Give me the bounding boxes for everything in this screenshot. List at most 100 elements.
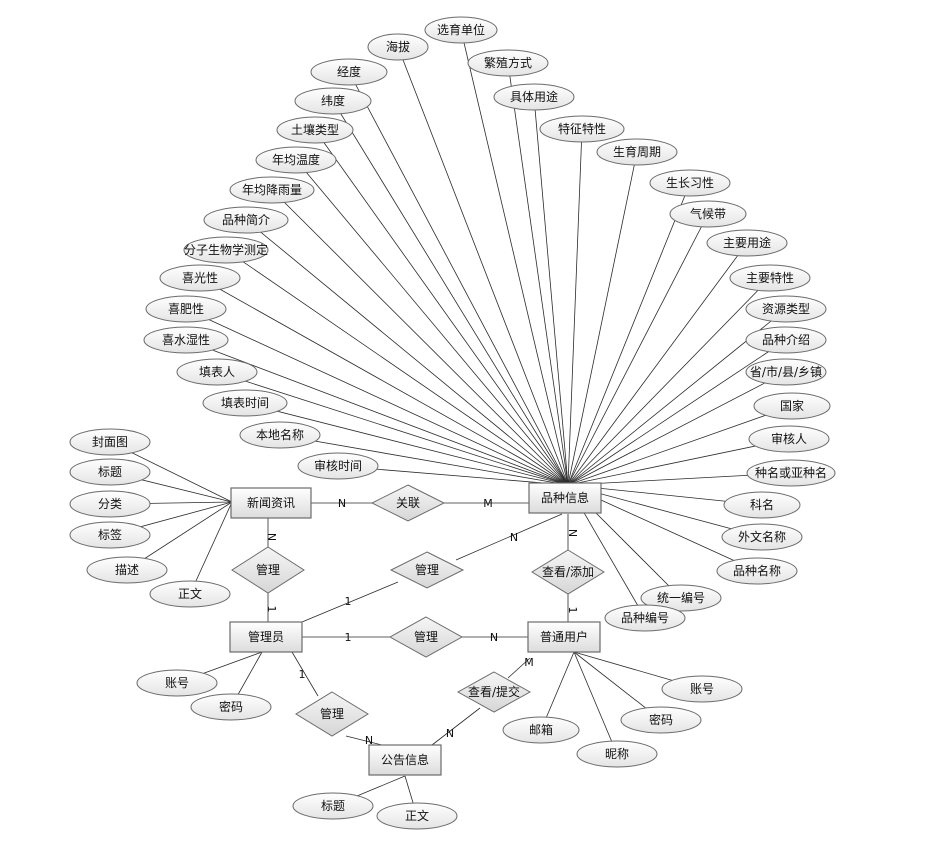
breed-attr[interactable]: 统一编号: [640, 584, 722, 612]
breed-attr[interactable]: 主要用途: [706, 229, 788, 257]
breed-attr-shape: [229, 176, 315, 204]
edge-breed-attr: [314, 129, 569, 486]
news-attr[interactable]: 分类: [69, 490, 151, 518]
breed-attr[interactable]: 特征特性: [539, 115, 625, 143]
user-attr[interactable]: 昵称: [576, 740, 658, 768]
user-attr-label: 密码: [649, 712, 673, 727]
breed-attr[interactable]: 生长习性: [649, 169, 731, 197]
breed-attr[interactable]: 繁殖方式: [467, 49, 549, 77]
breed-attr-label: 省/市/县/乡镇: [750, 364, 822, 379]
breed-attr[interactable]: 审核人: [748, 425, 830, 453]
breed-attr[interactable]: 主要特性: [729, 264, 811, 292]
relationship-admin_user[interactable]: 管理: [388, 616, 464, 658]
notice-attr[interactable]: 标题: [292, 792, 374, 820]
notice-attr[interactable]: 正文: [376, 802, 458, 830]
breed-attr-shape: [716, 557, 798, 585]
breed-attr[interactable]: 品种名称: [716, 557, 798, 585]
breed-attr-label: 审核人: [771, 431, 807, 446]
breed-attr-shape: [203, 206, 289, 234]
breed-attr[interactable]: 选育单位: [424, 16, 498, 44]
relationship-user_breed[interactable]: 查看/添加: [531, 549, 605, 595]
breed-attr[interactable]: 具体用途: [493, 83, 575, 111]
news-attr-shape: [69, 490, 151, 518]
breed-attr[interactable]: 品种编号: [604, 604, 686, 632]
breed-attr[interactable]: 外文名称: [721, 523, 803, 551]
breed-attr-shape: [745, 295, 827, 323]
relationship-admin_news[interactable]: 管理: [231, 546, 305, 594]
relationship-admin_notice-label: 管理: [320, 706, 344, 721]
news-attr[interactable]: 正文: [149, 580, 231, 608]
breed-attr-shape: [753, 392, 831, 420]
breed-attr-label: 喜水湿性: [162, 332, 210, 347]
edge-breed-attr: [244, 402, 569, 486]
relationship-link[interactable]: 关联: [370, 484, 446, 522]
news-attr[interactable]: 封面图: [69, 428, 151, 456]
news-attr-label: 封面图: [92, 435, 128, 449]
breed-attr[interactable]: 分子生物学测定: [183, 236, 269, 264]
admin-attr[interactable]: 密码: [190, 693, 272, 721]
relationship-user_notice-label: 查看/提交: [468, 684, 520, 699]
breed-attr[interactable]: 国家: [753, 392, 831, 420]
breed-attr[interactable]: 品种介绍: [745, 326, 827, 354]
edge-breed-attr: [225, 249, 569, 486]
breed-attr[interactable]: 资源类型: [745, 295, 827, 323]
breed-attr-shape: [294, 87, 372, 115]
edge-mgmtbreed-breed: [455, 513, 563, 561]
edge-mgmtnotice-notice: [345, 735, 383, 746]
entity-news[interactable]: 新闻资讯: [230, 487, 312, 519]
relationship-link-shape: [370, 484, 446, 522]
entity-notice[interactable]: 公告信息: [368, 744, 442, 776]
entity-admin[interactable]: 管理员: [229, 621, 303, 653]
breed-attr[interactable]: 填表时间: [202, 389, 288, 417]
relationship-admin_breed[interactable]: 管理: [389, 551, 465, 589]
edge-breed-attr: [245, 219, 569, 486]
news-attr[interactable]: 标题: [69, 458, 151, 486]
breed-attr[interactable]: 土壤类型: [276, 116, 354, 144]
news-attr-shape: [86, 556, 168, 584]
user-attr[interactable]: 账号: [661, 675, 743, 703]
entity-breed[interactable]: 品种信息: [528, 482, 602, 514]
breed-attr-label: 统一编号: [657, 590, 705, 605]
news-attr[interactable]: 描述: [86, 556, 168, 584]
breed-attr[interactable]: 填表人: [176, 358, 258, 386]
user-attr-shape: [661, 675, 743, 703]
edge-breed-attr: [348, 71, 569, 486]
user-attr[interactable]: 邮箱: [502, 716, 580, 744]
breed-attr[interactable]: 种名或亚种名: [746, 459, 836, 487]
breed-attr[interactable]: 年均降雨量: [229, 176, 315, 204]
edge-admin-mgmtnotice: [291, 651, 319, 697]
breed-attr[interactable]: 生育周期: [596, 138, 678, 166]
breed-attr[interactable]: 科名: [723, 491, 801, 519]
breed-attr[interactable]: 省/市/县/乡镇: [745, 358, 827, 386]
admin-attr[interactable]: 账号: [136, 669, 218, 697]
user-attr-label: 账号: [690, 682, 714, 696]
relationship-admin_notice[interactable]: 管理: [295, 691, 369, 737]
breed-attr-label: 品种名称: [733, 563, 781, 578]
breed-attr[interactable]: 年均温度: [255, 146, 337, 174]
breed-attr[interactable]: 本地名称: [239, 421, 321, 449]
breed-attr[interactable]: 喜肥性: [145, 295, 227, 323]
breed-attr-shape: [745, 358, 827, 386]
breed-attr[interactable]: 喜水湿性: [143, 326, 229, 354]
breed-attr[interactable]: 审核时间: [297, 452, 379, 480]
breed-attr[interactable]: 品种简介: [203, 206, 289, 234]
breed-attr[interactable]: 喜光性: [159, 264, 241, 292]
breed-attr[interactable]: 气候带: [669, 200, 747, 228]
edge-breed-attr: [533, 96, 569, 486]
user-attr[interactable]: 密码: [620, 706, 702, 734]
news-attr[interactable]: 标签: [69, 521, 151, 549]
entity-user[interactable]: 普通用户: [527, 621, 601, 653]
entity-news-label: 新闻资讯: [247, 495, 295, 510]
breed-attr[interactable]: 纬度: [294, 87, 372, 115]
user-attr-shape: [502, 716, 580, 744]
breed-attr-label: 繁殖方式: [484, 55, 532, 70]
breed-attr[interactable]: 海拔: [367, 33, 429, 61]
breed-attr-shape: [159, 264, 241, 292]
relationship-admin_news-shape: [231, 546, 305, 594]
breed-attr[interactable]: 经度: [310, 58, 388, 86]
edge-breed-attr: [567, 213, 709, 486]
entity-admin-label: 管理员: [248, 629, 284, 644]
relationship-user_notice[interactable]: 查看/提交: [456, 671, 532, 713]
